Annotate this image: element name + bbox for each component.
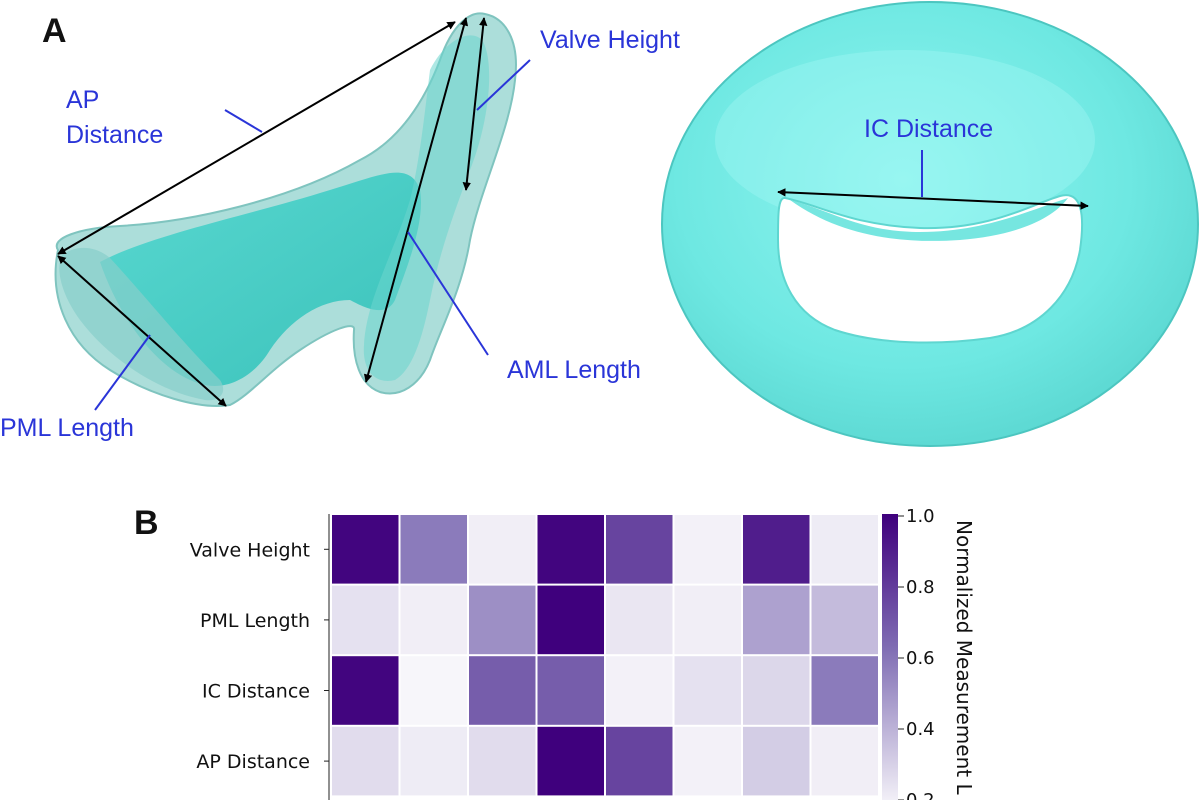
pml-length-label: PML Length — [0, 414, 134, 442]
heatmap-cell — [537, 585, 604, 655]
heatmap-cell — [674, 726, 741, 796]
ap-distance-label-line2: Distance — [66, 121, 163, 149]
annulus-inner-lip — [790, 198, 1068, 241]
ap-distance-leader — [224, 109, 263, 133]
heatmap-cell — [811, 726, 878, 796]
heatmap-row-label: IC Distance — [202, 681, 310, 703]
panel-a: A AP Distance Valve Height AM — [0, 1, 1199, 447]
heatmap-cell — [811, 515, 878, 584]
heatmap-cell — [537, 515, 604, 584]
heatmap-cell — [811, 656, 878, 725]
ap-distance-label-line1: AP — [66, 86, 99, 114]
ic-distance-label: IC Distance — [864, 115, 993, 143]
heatmap-cell — [400, 585, 467, 655]
heatmap-cell — [469, 515, 536, 584]
colorbar-title: Normalized Measurement L — [952, 520, 976, 795]
heatmap-cell — [332, 585, 399, 655]
heatmap-cell — [537, 656, 604, 725]
colorbar-gradient — [882, 514, 898, 800]
aml-length-label: AML Length — [507, 356, 641, 384]
heatmap-cell — [469, 656, 536, 725]
colorbar: 1.0 0.8 0.6 0.4 0.2 Normalized Measurement L — [882, 506, 976, 800]
pml-length-leader — [94, 334, 151, 411]
valve-height-label: Valve Height — [540, 26, 680, 54]
heatmap-cell — [674, 656, 741, 725]
colorbar-ticks: 1.0 0.8 0.6 0.4 0.2 — [898, 506, 935, 800]
valve-height-arrow — [462, 17, 488, 191]
heatmap-cell — [332, 515, 399, 584]
aml-length-leader — [407, 231, 489, 356]
valve-side-view: AP Distance Valve Height AML Length PML … — [0, 12, 680, 442]
heatmap-cell — [606, 515, 673, 584]
heatmap-cell — [400, 656, 467, 725]
heatmap-cell — [606, 726, 673, 796]
heatmap-cell — [400, 515, 467, 584]
annulus-top-view: IC Distance — [661, 1, 1199, 447]
heatmap-cell — [674, 515, 741, 584]
heatmap-cell — [469, 726, 536, 796]
heatmap-cell — [811, 585, 878, 655]
annulus-ring — [661, 1, 1199, 447]
valve-height-leader — [476, 59, 531, 111]
heatmap-cell — [743, 515, 810, 584]
heatmap-row-label: PML Length — [200, 610, 310, 632]
heatmap-row-label: AP Distance — [196, 751, 310, 773]
heatmap-cell — [674, 585, 741, 655]
pml-length-arrow — [57, 255, 227, 407]
heatmap-cell — [743, 656, 810, 725]
colorbar-tick-label: 0.4 — [906, 719, 935, 740]
ic-distance-arrow — [777, 188, 1089, 210]
heatmap-cell — [743, 585, 810, 655]
annulus-ring-highlight — [715, 50, 1095, 230]
heatmap-cell — [332, 726, 399, 796]
heatmap-cell — [469, 585, 536, 655]
heatmap-cell — [743, 726, 810, 796]
heatmap-cell — [400, 726, 467, 796]
panel-a-letter: A — [42, 12, 67, 50]
heatmap-cell — [606, 656, 673, 725]
panel-b-letter: B — [134, 504, 159, 542]
heatmap-row-label: Valve Height — [190, 539, 310, 561]
colorbar-tick-label: 0.6 — [906, 648, 935, 669]
colorbar-tick-label: 1.0 — [906, 506, 935, 527]
aml-length-arrow — [363, 17, 469, 383]
heatmap-cell — [606, 585, 673, 655]
colorbar-tick-label: 0.2 — [906, 790, 935, 800]
heatmap-cells — [332, 515, 878, 796]
colorbar-tick-label: 0.8 — [906, 577, 935, 598]
heatmap-cell — [537, 726, 604, 796]
heatmap-cell — [332, 656, 399, 725]
